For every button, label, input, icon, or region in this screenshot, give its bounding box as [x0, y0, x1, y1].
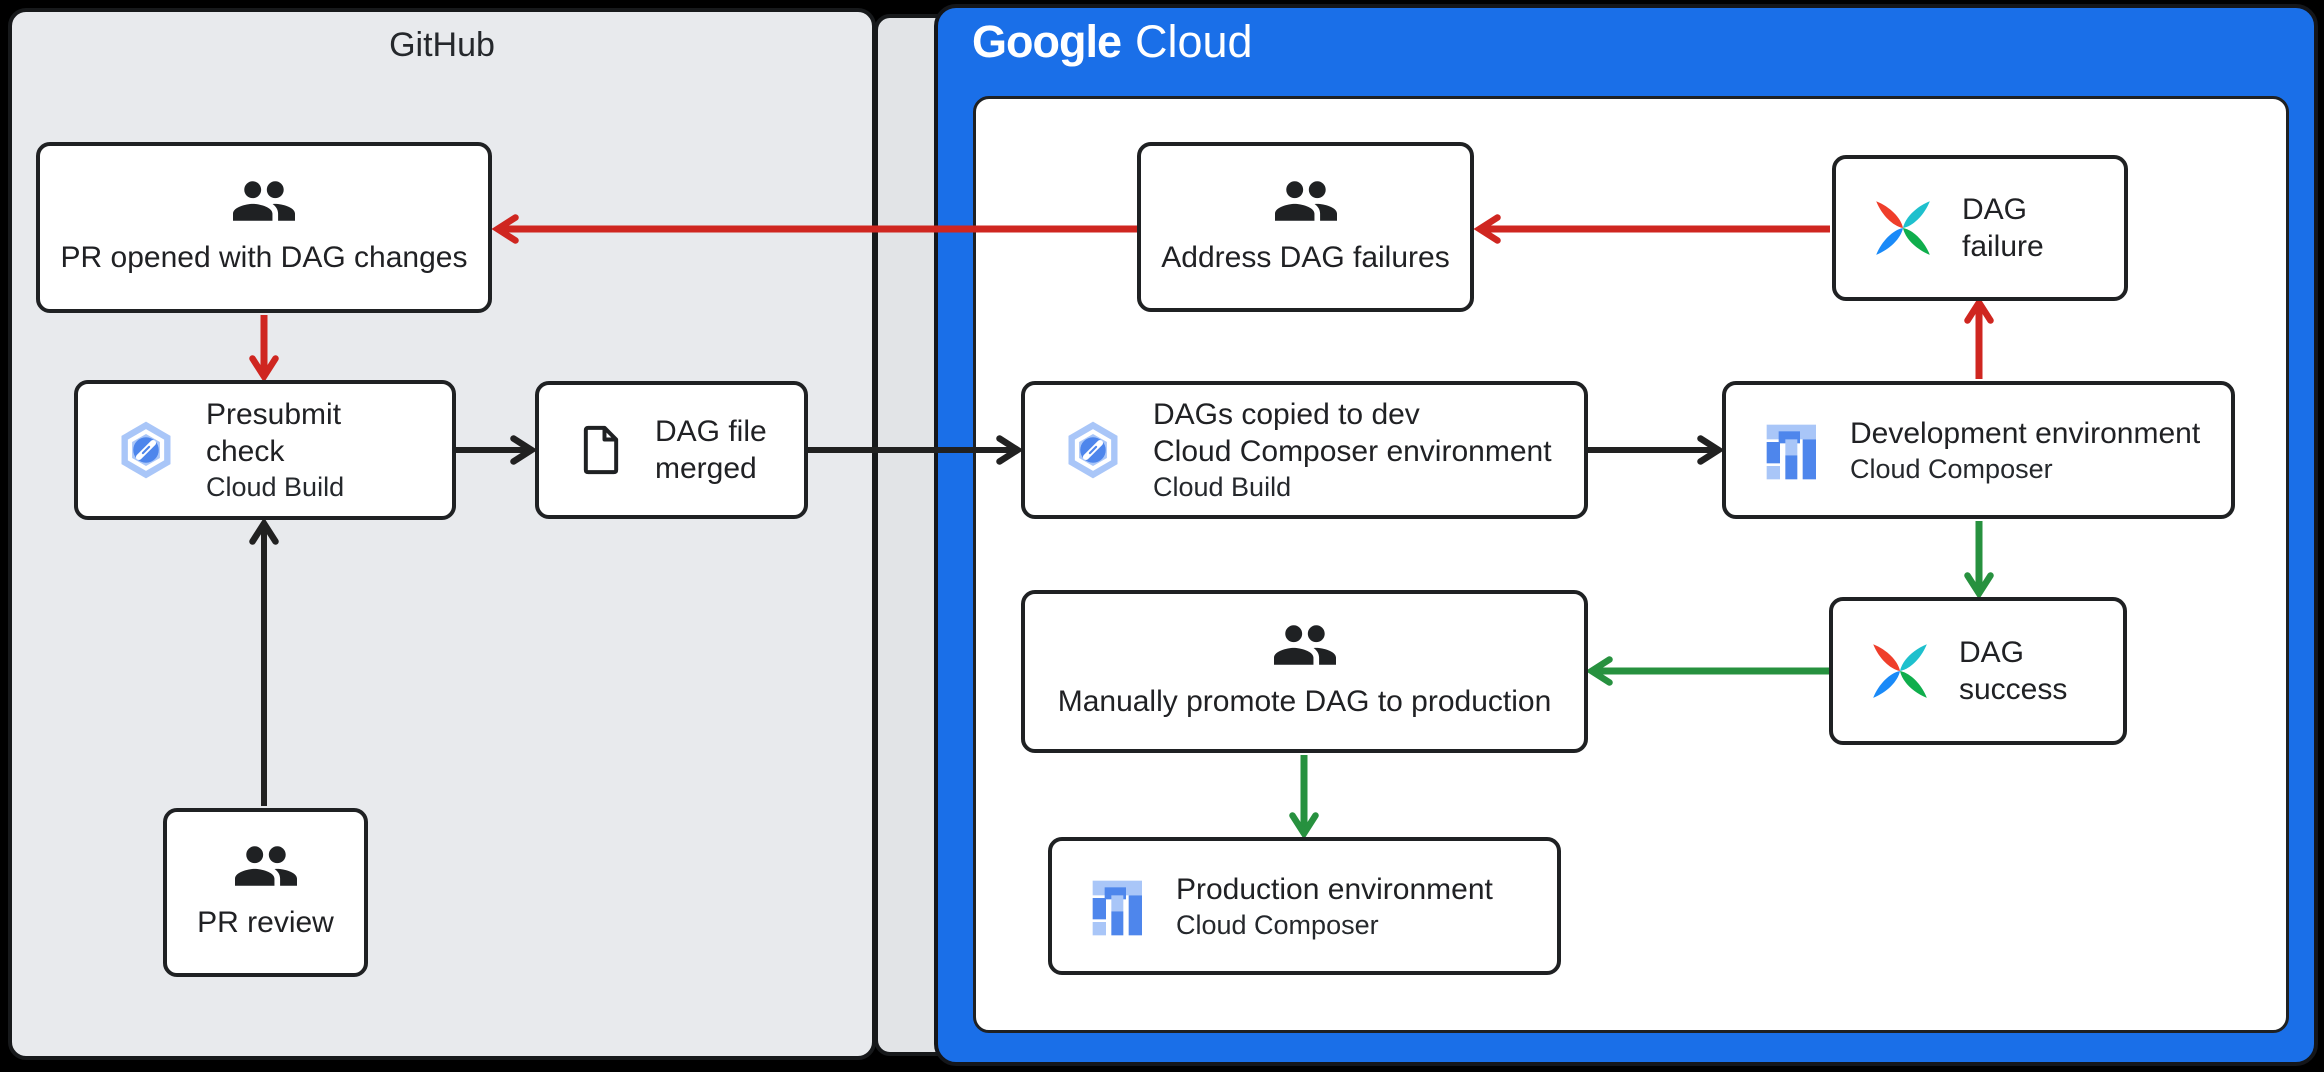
cloud-build-icon — [121, 421, 171, 479]
node-label: DAG success — [1959, 636, 2068, 706]
node-label: Manually promote DAG to production — [1057, 685, 1552, 718]
node-label: DAG failure — [1962, 193, 2044, 263]
node-label: Cloud Composer environment — [1153, 435, 1552, 468]
cloud-build-icon — [1068, 421, 1118, 479]
node-label: merged — [655, 452, 757, 485]
node-development-environment: Development environment Cloud Composer — [1722, 381, 2235, 519]
github-panel-title: GitHub — [389, 26, 495, 64]
node-label: PR opened with DAG changes — [60, 241, 468, 274]
node-production-environment: Production environment Cloud Composer — [1048, 837, 1561, 975]
node-label: Address DAG failures — [1161, 240, 1450, 274]
people-icon — [234, 846, 297, 886]
document-icon — [583, 425, 619, 475]
node-pr-opened: PR opened with DAG changes — [36, 142, 492, 313]
node-presubmit-check: Presubmit check Cloud Build — [74, 380, 456, 520]
node-dag-success: DAG success — [1829, 597, 2127, 745]
people-icon — [233, 181, 295, 221]
node-label: PR review — [197, 906, 334, 939]
cloud-composer-icon — [1092, 880, 1142, 936]
node-label: Development environment — [1850, 416, 2201, 450]
google-cloud-logo: Google Cloud — [972, 16, 1253, 68]
airflow-icon — [1876, 201, 1930, 255]
airflow-icon — [1873, 644, 1927, 698]
node-dag-file-merged: DAG file merged — [535, 381, 808, 519]
node-sublabel: Cloud Composer — [1850, 453, 2053, 484]
node-manually-promote: Manually promote DAG to production — [1021, 590, 1588, 753]
node-sublabel: Cloud Build — [1153, 472, 1292, 502]
node-label: Presubmit — [206, 398, 342, 431]
node-dag-failure: DAG failure — [1832, 155, 2128, 301]
people-icon — [1273, 625, 1336, 665]
google-cloud-logo-google: Google — [972, 16, 1122, 67]
node-label: check — [206, 435, 285, 468]
node-address-dag-failures: Address DAG failures — [1137, 142, 1474, 312]
node-dags-copied: DAGs copied to dev Cloud Composer enviro… — [1021, 381, 1588, 519]
node-label: DAG file — [655, 415, 767, 448]
node-sublabel: Cloud Composer — [1176, 909, 1379, 940]
people-icon — [1274, 180, 1337, 221]
node-label: Production environment — [1176, 872, 1493, 906]
cloud-composer-icon — [1766, 424, 1816, 480]
google-cloud-logo-cloud: Cloud — [1135, 16, 1253, 67]
node-pr-review: PR review — [163, 808, 368, 977]
node-sublabel: Cloud Build — [206, 472, 345, 502]
node-label: DAGs copied to dev — [1153, 398, 1420, 431]
